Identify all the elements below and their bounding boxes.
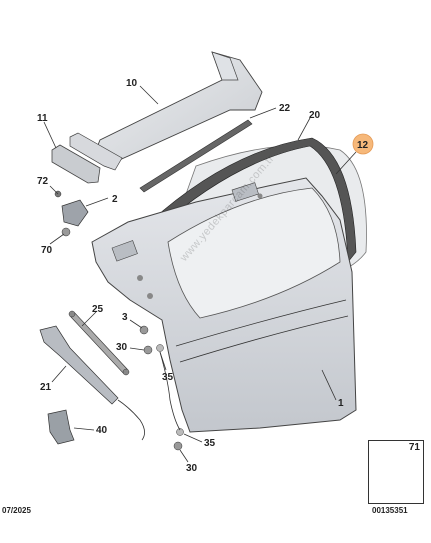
- callout-72: 72: [37, 176, 49, 187]
- spoiler-cap-part-11: [51, 144, 101, 184]
- callout-1: 1: [338, 398, 344, 409]
- callout-35-lower: 35: [204, 438, 216, 449]
- buffer-part-30-lower: [173, 441, 183, 451]
- callout-10: 10: [126, 78, 138, 89]
- callout-21: 21: [40, 382, 52, 393]
- latch-part-40: [47, 409, 75, 445]
- footer-date: 07/2025: [2, 506, 31, 515]
- leader-lines: [43, 85, 357, 463]
- callout-71: 71: [408, 442, 420, 453]
- callout-2: 2: [112, 194, 118, 205]
- callout-70: 70: [41, 245, 53, 256]
- callout-35-upper: 35: [162, 372, 174, 383]
- seal-strip-part-22: [139, 119, 253, 193]
- footer-code: 00135351: [372, 506, 408, 515]
- callout-3: 3: [122, 312, 128, 323]
- callout-40: 40: [96, 425, 108, 436]
- callout-30-lower: 30: [186, 463, 198, 474]
- inset-frame-71: 71: [368, 440, 424, 504]
- callout-12: 12: [357, 140, 369, 151]
- callout-20: 20: [309, 110, 321, 121]
- callout-30-upper: 30: [116, 342, 128, 353]
- callout-11: 11: [37, 113, 48, 124]
- callout-25: 25: [92, 304, 104, 315]
- spoiler-part-10: [95, 51, 263, 163]
- buffer-part-35-upper: [156, 344, 164, 352]
- buffer-part-30-upper: [143, 345, 153, 355]
- hinge-part-2: [61, 199, 89, 227]
- buffer-part-35-lower: [176, 428, 184, 436]
- callout-22: 22: [279, 103, 291, 114]
- highlight-bubble-12: [352, 133, 374, 155]
- harness-part-21: [39, 325, 119, 405]
